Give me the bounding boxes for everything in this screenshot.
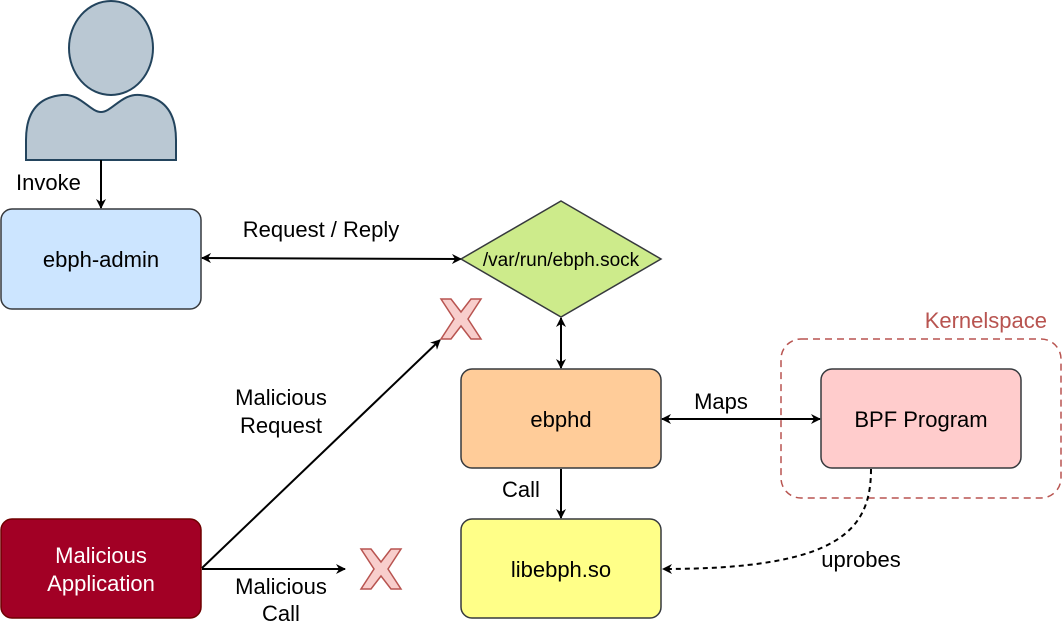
maps-label: Maps [694,389,748,414]
malicious-application-node: Malicious Application [0,518,202,619]
invoke-label: Invoke [16,170,81,195]
ebphd-node: ebphd [460,368,662,469]
ebphd-label: ebphd [530,407,591,432]
bpf-program-node: BPF Program [820,368,1022,469]
libebph-box [460,518,662,619]
kernelspace-group: Kernelspace [780,308,1062,499]
socket-node: /var/run/ebph.sock [459,200,663,318]
x-mark-icon [359,548,403,590]
request-reply-edge [201,253,462,264]
malicious-call-line2: Call [262,601,300,626]
libebph-label: libebph.so [511,557,611,582]
user-head [68,0,154,96]
x-mark-icon [439,298,483,340]
malicious-application-box [0,518,202,619]
malicious-application-line2: Application [47,571,155,596]
ebph-admin-node: ebph-admin [0,208,202,310]
bpf-program-box [820,368,1022,469]
malicious-request-line1: Malicious [235,385,327,410]
user-icon [25,0,177,161]
uprobes-edge [662,468,872,574]
ebph-admin-box [0,208,202,310]
bpf-program-label: BPF Program [854,407,987,432]
malicious-request-edge [201,339,441,569]
malicious-call-line1: Malicious [235,574,327,599]
kernelspace-boundary [780,338,1062,499]
libebph-node: libebph.so [460,518,662,619]
kernelspace-label: Kernelspace [925,308,1047,333]
call-label: Call [502,477,540,502]
socket-label: /var/run/ebph.sock [483,250,640,271]
uprobes-label: uprobes [821,547,901,572]
malicious-application-line1: Malicious [55,543,147,568]
malicious-request-line2: Request [240,413,322,438]
request-reply-label: Request / Reply [243,217,400,242]
user-body [25,93,177,161]
ebph-admin-label: ebph-admin [43,247,159,272]
